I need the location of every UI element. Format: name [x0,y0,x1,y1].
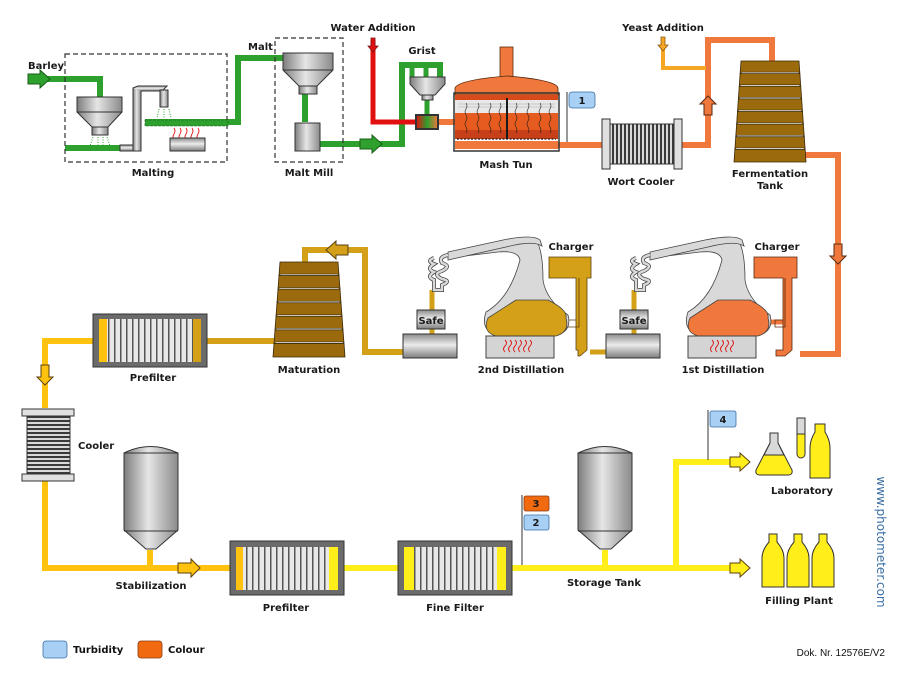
tank-stave [275,302,343,317]
still-2-icon [428,236,570,337]
label-storage-tank: Storage Tank [567,578,641,589]
measurement-point-2[interactable] [523,514,550,531]
prefilter-bottom-icon [229,540,345,596]
tank-stave [278,261,340,276]
elevator-icon [119,85,172,152]
label-safe-1: Safe [621,316,646,327]
legend-colour-swatch [137,640,163,659]
water-pipe [370,40,418,125]
tank-stave [733,148,807,163]
wort-up-arrow-icon [698,95,718,116]
legend-turbidity-swatch [42,640,68,659]
measurement-point-1[interactable] [568,91,596,109]
tank-stave [738,73,802,87]
tank-stave [734,136,806,150]
germination-bed [66,146,120,151]
steeping-hopper-icon [76,96,123,147]
tank-stave [273,329,345,344]
label-filling-plant: Filling Plant [765,596,833,607]
kiln-conveyor [144,119,229,127]
barley-arrow-icon [27,68,51,90]
label-1st-distillation: 1st Distillation [682,365,765,376]
heater-2-icon [485,335,555,359]
label-grist: Grist [408,46,436,57]
label-charger-2: Charger [548,242,593,253]
label-malting: Malting [132,168,175,179]
grist-flow-arrow-icon [359,133,383,155]
label-barley: Barley [28,61,65,72]
stabilization-arrow-icon [177,557,201,579]
filling-plant-arrow-icon [729,557,751,579]
label-fine-filter: Fine Filter [426,603,484,614]
label-mash-tun: Mash Tun [479,160,532,171]
measurement-point-4[interactable] [709,410,737,428]
tank-stave [276,288,342,304]
safe-2-icon [402,309,458,359]
water-arrow-icon [367,37,379,53]
legend: Turbidity Colour [42,640,205,659]
fine-filter-icon [397,540,513,596]
tank-stave [735,123,805,138]
wash-down-arrow-icon [828,243,848,265]
malt-mill-boundary [274,37,344,163]
label-cooler: Cooler [78,441,114,452]
tank-stave [277,275,341,290]
stabilization-tank-icon [123,446,179,550]
maturation-casks-icon [272,261,346,358]
grist-mixer [415,114,439,130]
label-malt: Malt [248,42,273,53]
grist-hopper-icon [409,76,446,101]
fermentation-tank-icon [733,60,807,163]
wort-cooler-icon [601,118,683,170]
malt-mill-icon [282,52,334,152]
heater-1-icon [687,335,757,359]
spirit-left-arrow-icon [325,239,349,261]
laboratory-arrow-icon [729,451,751,473]
tank-stave [737,85,803,100]
filling-plant-icon [761,533,835,588]
label-wort-cooler: Wort Cooler [608,177,675,188]
measurement-point-3[interactable] [523,495,550,512]
storage-tank-icon [577,446,633,550]
label-prefilter-bottom: Prefilter [263,603,309,614]
tank-stave [274,315,344,331]
prefilter-top-icon [92,313,208,368]
label-safe-2: Safe [418,316,443,327]
label-prefilter-top: Prefilter [130,373,176,384]
laboratory-icon [755,417,831,479]
measurement-point-3-label: 3 [533,499,540,510]
label-laboratory: Laboratory [771,486,833,497]
label-malt-mill: Malt Mill [285,168,334,179]
cooler-icon [21,408,75,482]
tank-stave [739,60,801,75]
label-stabilization: Stabilization [116,581,187,592]
kiln-heater-icon [169,127,206,152]
tank-stave [736,111,804,125]
tank-stave [272,343,346,358]
mash-tun-icon [453,46,560,152]
label-yeast-addition: Yeast Addition [621,23,704,34]
label-2nd-distillation: 2nd Distillation [478,365,564,376]
safe-1-icon [605,309,661,359]
label-fermentation-tank-1: Fermentation [732,169,808,180]
label-maturation: Maturation [278,365,340,376]
legend-colour-label: Colour [168,645,205,656]
measurement-point-4-label: 4 [720,415,727,426]
still-1-icon [630,236,772,337]
tank-stave [737,98,803,112]
legend-turbidity-label: Turbidity [73,645,124,656]
malting-boundary [64,53,228,163]
product-down-arrow-icon [35,364,55,386]
label-charger-1: Charger [754,242,799,253]
measurement-point-1-label: 1 [579,96,586,107]
document-number: Dok. Nr. 12576E/V2 [797,648,886,659]
final-pipes [338,459,730,571]
yeast-arrow-icon [657,36,669,52]
charger-1-icon [753,256,798,357]
measurement-point-2-label: 2 [533,518,540,529]
label-water-addition: Water Addition [330,23,415,34]
yeast-pipe [661,40,706,70]
label-fermentation-tank-2: Tank [757,181,783,192]
website-url[interactable]: www.photometer.com [874,476,888,607]
